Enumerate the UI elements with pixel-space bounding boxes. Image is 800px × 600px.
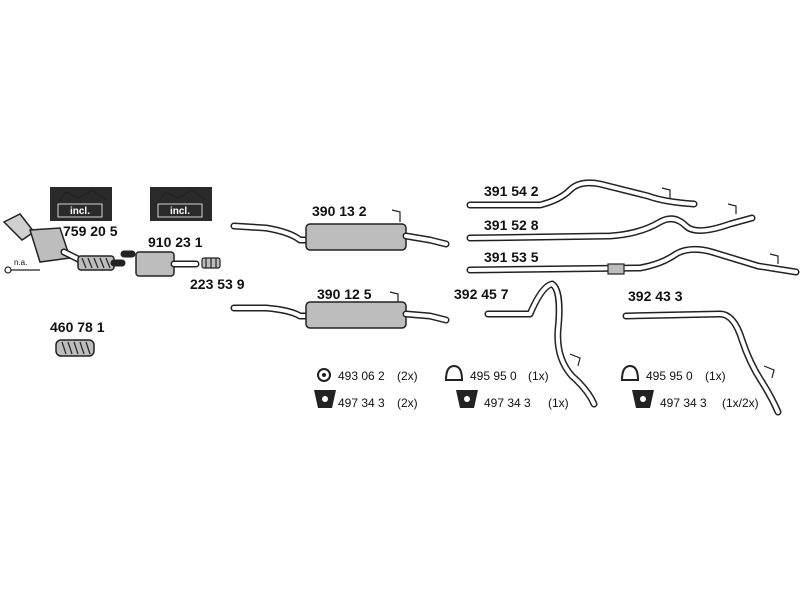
part-number-391-54-2: 391 54 2 <box>484 183 539 199</box>
hanger-icon <box>314 390 336 408</box>
part-number-391-52-8: 391 52 8 <box>484 217 539 233</box>
kit-box-1: incl. <box>50 187 112 221</box>
tail-pipe-391-54-2 <box>466 179 698 209</box>
tail-pipe-391-52-8 <box>466 203 756 242</box>
hanger-icon <box>456 390 478 408</box>
accessory-part-495-95-0-b: 495 95 0 <box>646 369 693 383</box>
accessory-part-497-34-3-b: 497 34 3 <box>484 396 531 410</box>
accessory-qty-3: (1x) <box>528 369 549 383</box>
accessory-qty-6: (1x/2x) <box>722 396 759 410</box>
part-number-910-23-1: 910 23 1 <box>148 234 203 250</box>
kit-box-1-incl-label: incl. <box>70 206 90 217</box>
gasket-icon <box>444 364 464 381</box>
kit-box-2: incl. <box>150 187 212 221</box>
catalytic-converter-assembly <box>2 213 126 274</box>
middle-muffler-390-12-5 <box>230 291 450 329</box>
hanger-icon <box>632 390 654 408</box>
accessory-qty-4: (1x) <box>548 396 569 410</box>
part-number-460-78-1: 460 78 1 <box>50 319 105 335</box>
tail-pipe-392-43-3 <box>622 310 782 416</box>
accessory-part-497-34-3-c: 497 34 3 <box>660 396 707 410</box>
kit-box-2-incl-label: incl. <box>170 206 190 217</box>
ring-icon <box>317 368 331 382</box>
part-number-390-12-5: 390 12 5 <box>317 286 372 302</box>
clamp-icon <box>201 257 221 269</box>
part-number-390-13-2: 390 13 2 <box>312 203 367 219</box>
tail-pipe-391-53-5 <box>466 245 800 276</box>
tail-pipe-392-45-7 <box>484 280 598 408</box>
part-number-223-53-9: 223 53 9 <box>190 276 245 292</box>
accessory-qty-5: (1x) <box>705 369 726 383</box>
part-number-392-45-7: 392 45 7 <box>454 286 509 302</box>
part-number-392-43-3: 392 43 3 <box>628 288 683 304</box>
gasket-icon <box>620 364 640 381</box>
accessory-qty-2: (2x) <box>397 396 418 410</box>
part-number-759-20-5: 759 20 5 <box>63 223 118 239</box>
accessory-part-497-34-3: 497 34 3 <box>338 396 385 410</box>
middle-muffler-390-13-2 <box>230 209 450 251</box>
accessory-qty-1: (2x) <box>397 369 418 383</box>
part-number-391-53-5: 391 53 5 <box>484 249 539 265</box>
accessory-part-493-06-2: 493 06 2 <box>338 369 385 383</box>
flex-pipe-icon <box>55 339 95 357</box>
front-silencer <box>120 250 200 277</box>
accessory-part-495-95-0: 495 95 0 <box>470 369 517 383</box>
not-applicable-label: n.a. <box>14 258 27 267</box>
